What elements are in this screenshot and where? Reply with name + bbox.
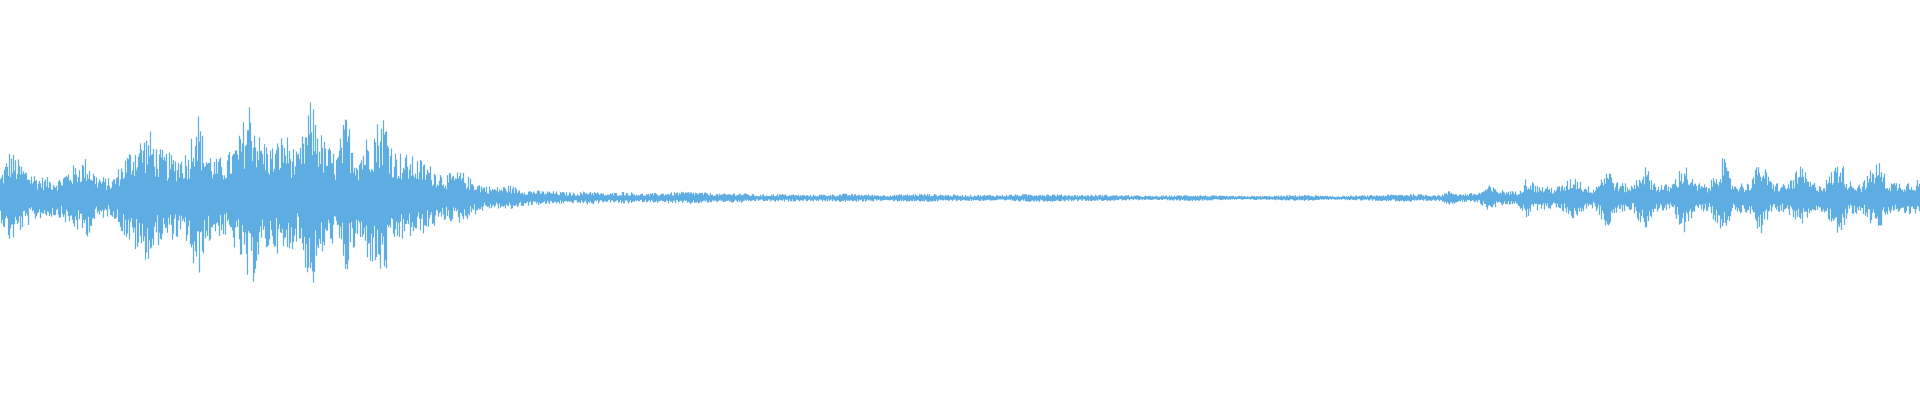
waveform-path	[0, 102, 1920, 283]
